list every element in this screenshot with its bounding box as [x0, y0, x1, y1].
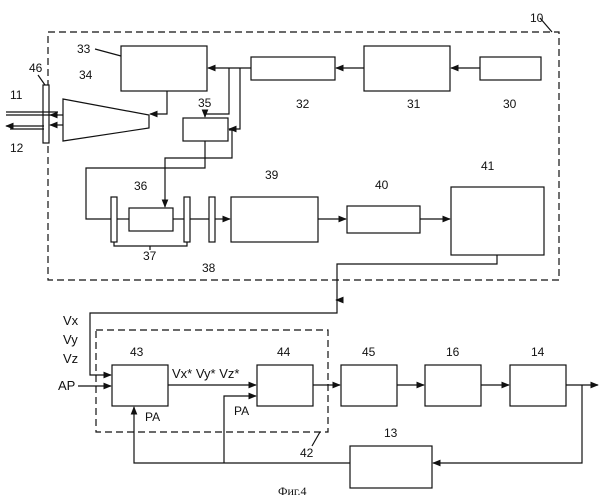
block-33 [121, 46, 207, 91]
plate-38 [209, 197, 215, 242]
label-33: 33 [77, 42, 91, 56]
label-vy: Vy [63, 332, 78, 347]
block-32 [251, 57, 335, 80]
plate-left-1 [111, 197, 117, 242]
block-45 [341, 365, 397, 406]
block-31 [364, 46, 450, 91]
block-40 [347, 206, 420, 233]
figure-caption: Фиг.4 [278, 484, 306, 498]
label-46: 46 [29, 61, 43, 75]
label-pa-2: PA [234, 404, 249, 418]
label-11: 11 [10, 88, 23, 102]
block-16 [425, 365, 481, 406]
label-40: 40 [375, 178, 389, 192]
block-44 [257, 365, 313, 406]
label-39: 39 [265, 168, 279, 182]
block-43 [112, 365, 168, 406]
block-35 [183, 118, 228, 141]
label-ap: AP [58, 378, 75, 393]
label-36: 36 [134, 179, 148, 193]
block-39 [231, 197, 318, 242]
label-13: 13 [384, 426, 398, 440]
label-32: 32 [296, 97, 310, 111]
block-34 [63, 99, 149, 141]
block-41 [451, 187, 544, 255]
label-pa-1: PA [145, 410, 160, 424]
label-30: 30 [503, 97, 517, 111]
label-vx: Vx [63, 313, 79, 328]
block-14 [510, 365, 566, 406]
label-12: 12 [10, 141, 24, 155]
label-43: 43 [130, 345, 144, 359]
block-30 [480, 57, 541, 80]
label-14: 14 [531, 345, 545, 359]
label-34: 34 [79, 68, 93, 82]
plate-left-2 [184, 197, 190, 242]
label-10: 10 [530, 11, 544, 25]
label-35: 35 [198, 96, 212, 110]
label-37: 37 [143, 249, 157, 263]
block-13 [350, 446, 432, 488]
label-vstar: Vx* Vy* Vz* [172, 366, 239, 381]
label-42: 42 [300, 446, 314, 460]
label-45: 45 [362, 345, 376, 359]
label-44: 44 [277, 345, 291, 359]
label-16: 16 [446, 345, 460, 359]
plate-46 [43, 85, 49, 143]
label-41: 41 [481, 159, 495, 173]
label-38: 38 [202, 261, 216, 275]
label-vz: Vz [63, 351, 78, 366]
block-36 [129, 208, 173, 231]
label-31: 31 [407, 97, 421, 111]
